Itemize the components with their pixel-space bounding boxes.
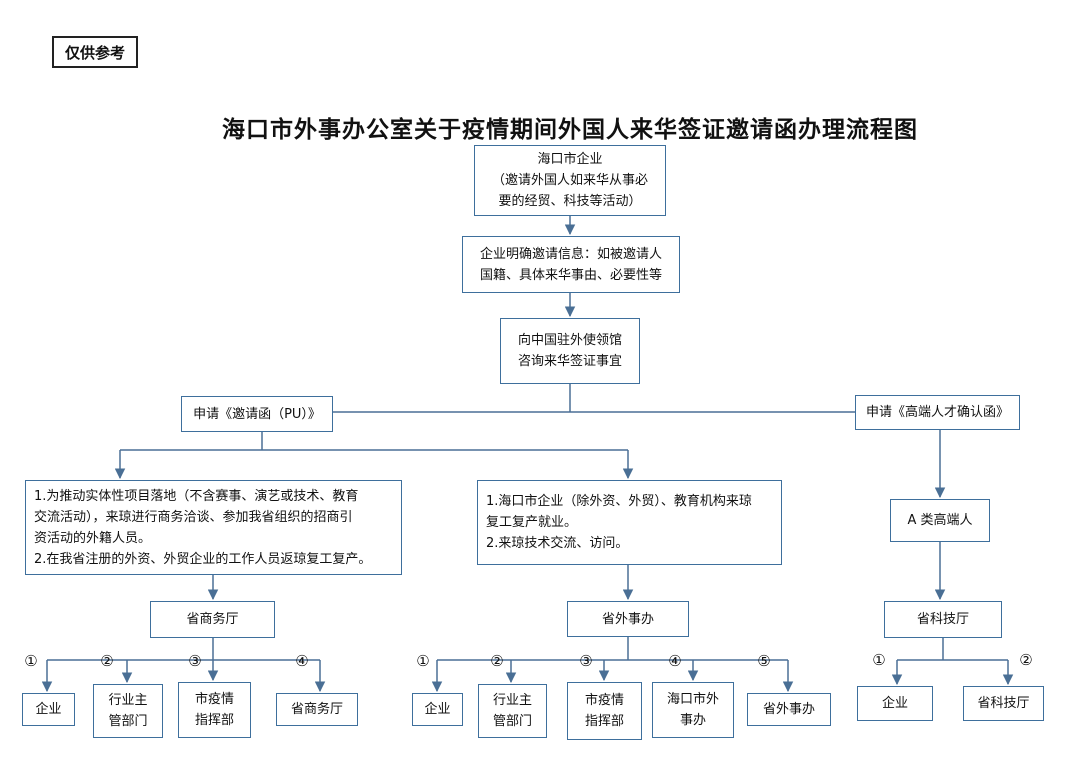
commerce-step-number: ④ [295, 652, 309, 670]
dept-foreign-affairs-text: 省外事办 [601, 611, 654, 627]
consult-embassy-box: 向中国驻外使领馆 咨询来华签证事宜 [500, 318, 640, 384]
consult-embassy-text: 向中国驻外使领馆 咨询来华签证事宜 [517, 333, 622, 369]
dept-commerce-text: 省商务厅 [186, 612, 239, 627]
target-label: 企业 [35, 702, 62, 717]
target-label: 省商务厅 [290, 702, 343, 717]
foreign-conditions-text: 1.海口市企业（除外资、外贸）、教育机构来琼 复工复产就业。 2.来琼技术交流、… [486, 494, 752, 551]
apply-talent-text: 申请《高端人才确认函》 [865, 405, 1009, 420]
science-step-number: ② [1019, 651, 1033, 669]
commerce-step-number: ③ [188, 652, 202, 670]
target-label: 行业主 管部门 [492, 693, 532, 729]
foreign-target-industry-dept: 行业主 管部门 [478, 684, 547, 738]
foreign-target-enterprise: 企业 [412, 693, 463, 726]
commerce-target-provincial-commerce: 省商务厅 [276, 693, 358, 726]
target-label: 海口市外 事办 [666, 692, 719, 728]
target-label: 省外事办 [762, 702, 815, 717]
reference-only-tag: 仅供参考 [52, 36, 138, 68]
foreign-conditions-box: 1.海口市企业（除外资、外贸）、教育机构来琼 复工复产就业。 2.来琼技术交流、… [477, 480, 782, 565]
dept-commerce-box: 省商务厅 [150, 601, 275, 638]
commerce-target-enterprise: 企业 [22, 693, 75, 726]
dept-foreign-affairs-box: 省外事办 [567, 601, 689, 637]
foreign-step-number: ④ [668, 652, 682, 670]
foreign-step-number: ① [416, 652, 430, 670]
commerce-conditions-box: 1.为推动实体性项目落地（不含赛事、演艺或技术、教育 交流活动），来琼进行商务洽… [25, 480, 402, 575]
apply-pu-text: 申请《邀请函（PU）》 [193, 406, 321, 422]
foreign-step-number: ③ [579, 652, 593, 670]
commerce-step-number: ② [100, 652, 114, 670]
target-label: 企业 [881, 696, 908, 711]
target-label: 市疫情 指挥部 [584, 693, 624, 729]
enterprise-text: 海口市企业 （邀请外国人如来华从事必 要的经贸、科技等活动） [491, 152, 648, 209]
target-label: 省科技厅 [977, 696, 1030, 711]
science-step-number: ① [872, 651, 886, 669]
commerce-step-number: ① [24, 652, 38, 670]
class-a-talent-box: A 类高端人 [890, 499, 990, 542]
target-label: 行业主 管部门 [108, 693, 148, 729]
class-a-talent-text: A 类高端人 [907, 513, 973, 528]
clarify-info-text: 企业明确邀请信息：如被邀请人 国籍、具体来华事由、必要性等 [479, 246, 662, 283]
target-label: 市疫情 指挥部 [194, 692, 234, 728]
foreign-target-provincial-foreign-office: 省外事办 [747, 693, 831, 726]
foreign-target-epidemic-hq: 市疫情 指挥部 [567, 682, 642, 740]
commerce-target-epidemic-hq: 市疫情 指挥部 [178, 682, 251, 738]
science-target-provincial-science: 省科技厅 [963, 686, 1044, 721]
page-title: 海口市外事办公室关于疫情期间外国人来华签证邀请函办理流程图 [222, 117, 918, 143]
commerce-target-industry-dept: 行业主 管部门 [93, 684, 163, 738]
commerce-conditions-text: 1.为推动实体性项目落地（不含赛事、演艺或技术、教育 交流活动），来琼进行商务洽… [34, 488, 372, 567]
apply-talent-box: 申请《高端人才确认函》 [855, 395, 1020, 430]
foreign-step-number: ② [490, 652, 504, 670]
foreign-step-number: ⑤ [757, 652, 771, 670]
dept-science-text: 省科技厅 [916, 612, 969, 627]
clarify-info-box: 企业明确邀请信息：如被邀请人 国籍、具体来华事由、必要性等 [462, 236, 680, 293]
foreign-target-city-foreign-office: 海口市外 事办 [652, 682, 734, 738]
target-label: 企业 [424, 702, 451, 717]
science-target-enterprise: 企业 [857, 686, 933, 721]
apply-pu-box: 申请《邀请函（PU）》 [181, 396, 333, 432]
enterprise-box: 海口市企业 （邀请外国人如来华从事必 要的经贸、科技等活动） [474, 145, 666, 216]
dept-science-box: 省科技厅 [884, 601, 1002, 638]
